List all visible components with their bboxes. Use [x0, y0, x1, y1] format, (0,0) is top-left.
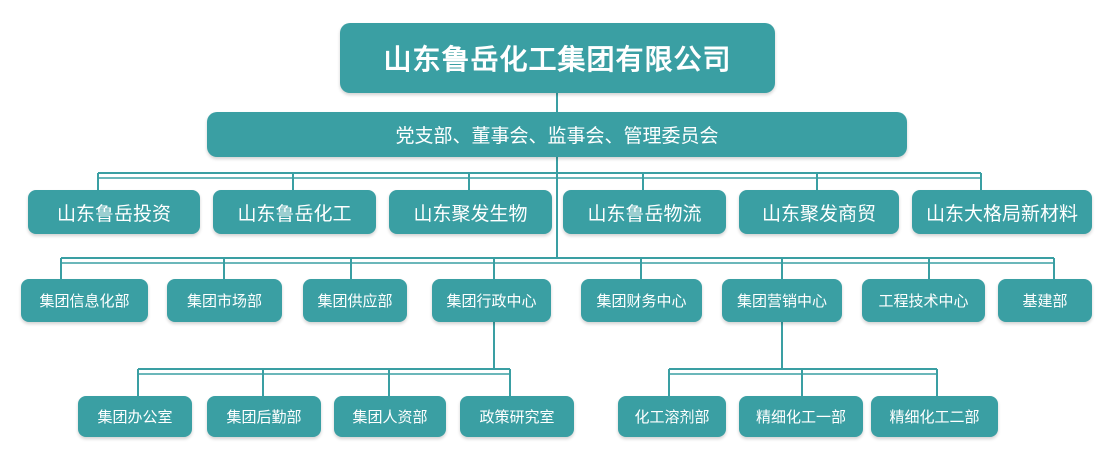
department-node: 集团信息化部: [21, 279, 148, 322]
admin-unit-node: 集团后勤部: [207, 396, 321, 437]
company-node: 山东聚发生物: [389, 190, 552, 234]
marketing-unit-node: 精细化工一部: [739, 396, 863, 437]
department-node: 基建部: [998, 279, 1092, 322]
admin-unit-node: 集团人资部: [334, 396, 446, 437]
root-node: 山东鲁岳化工集团有限公司: [340, 23, 775, 93]
marketing-unit-node: 精细化工二部: [871, 396, 998, 437]
department-node: 集团财务中心: [581, 279, 702, 322]
department-node: 集团供应部: [303, 279, 407, 322]
department-node: 集团行政中心: [432, 279, 551, 322]
company-node: 山东鲁岳物流: [563, 190, 726, 234]
company-node: 山东聚发商贸: [739, 190, 899, 234]
admin-unit-node: 政策研究室: [460, 396, 574, 437]
company-node: 山东鲁岳投资: [28, 190, 200, 234]
company-node: 山东大格局新材料: [912, 190, 1092, 234]
department-node: 工程技术中心: [862, 279, 985, 322]
marketing-unit-node: 化工溶剂部: [618, 396, 726, 437]
admin-unit-node: 集团办公室: [78, 396, 192, 437]
department-node: 集团营销中心: [722, 279, 842, 322]
company-node: 山东鲁岳化工: [213, 190, 376, 234]
board-node: 党支部、董事会、监事会、管理委员会: [207, 112, 907, 157]
department-node: 集团市场部: [167, 279, 282, 322]
